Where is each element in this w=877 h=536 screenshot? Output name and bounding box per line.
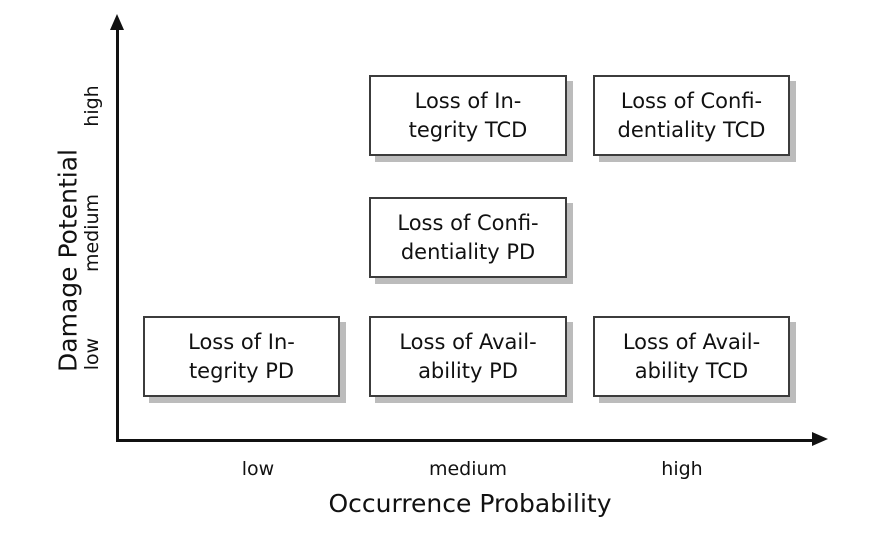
risk-box-confidentiality-pd: Loss of Confi- dentiality PD bbox=[369, 197, 567, 278]
risk-box-line-1: Loss of In- bbox=[188, 329, 295, 354]
x-tick-label-medium: medium bbox=[428, 458, 508, 480]
y-tick-label-low: low bbox=[81, 337, 103, 371]
risk-box-availability-pd: Loss of Avail- ability PD bbox=[369, 316, 567, 397]
risk-box-line-1: Loss of Avail- bbox=[399, 329, 537, 354]
y-axis-arrow-icon bbox=[110, 14, 124, 30]
risk-box-line-2: dentiality PD bbox=[400, 239, 536, 264]
risk-box-line-2: tegrity TCD bbox=[408, 117, 528, 142]
risk-box-line-2: dentiality TCD bbox=[617, 117, 766, 142]
risk-box-line-2: ability PD bbox=[418, 358, 518, 383]
risk-box-line-1: Loss of Avail- bbox=[622, 329, 761, 354]
x-axis-line bbox=[116, 439, 816, 442]
x-tick-label-low: low bbox=[241, 458, 275, 480]
x-axis-arrow-icon bbox=[812, 432, 828, 446]
risk-box-line-1: Loss of Confi- bbox=[397, 210, 539, 235]
risk-box-line-2: ability TCD bbox=[634, 358, 749, 383]
risk-box-line-2: tegrity PD bbox=[188, 358, 295, 383]
y-axis-line bbox=[116, 26, 119, 442]
risk-box-availability-tcd: Loss of Avail- ability TCD bbox=[593, 316, 790, 397]
risk-box-confidentiality-tcd: Loss of Confi- dentiality TCD bbox=[593, 75, 790, 156]
y-tick-label-medium: medium bbox=[81, 193, 103, 273]
risk-box-integrity-tcd: Loss of In- tegrity TCD bbox=[369, 75, 567, 156]
x-tick-label-high: high bbox=[661, 458, 703, 480]
x-axis-title: Occurrence Probability bbox=[328, 489, 612, 518]
risk-box-integrity-pd: Loss of In- tegrity PD bbox=[143, 316, 340, 397]
risk-box-line-1: Loss of Confi- bbox=[620, 88, 763, 113]
risk-box-line-1: Loss of In- bbox=[414, 88, 522, 113]
y-axis-title: Damage Potential bbox=[53, 149, 83, 372]
y-tick-label-high: high bbox=[81, 85, 103, 127]
